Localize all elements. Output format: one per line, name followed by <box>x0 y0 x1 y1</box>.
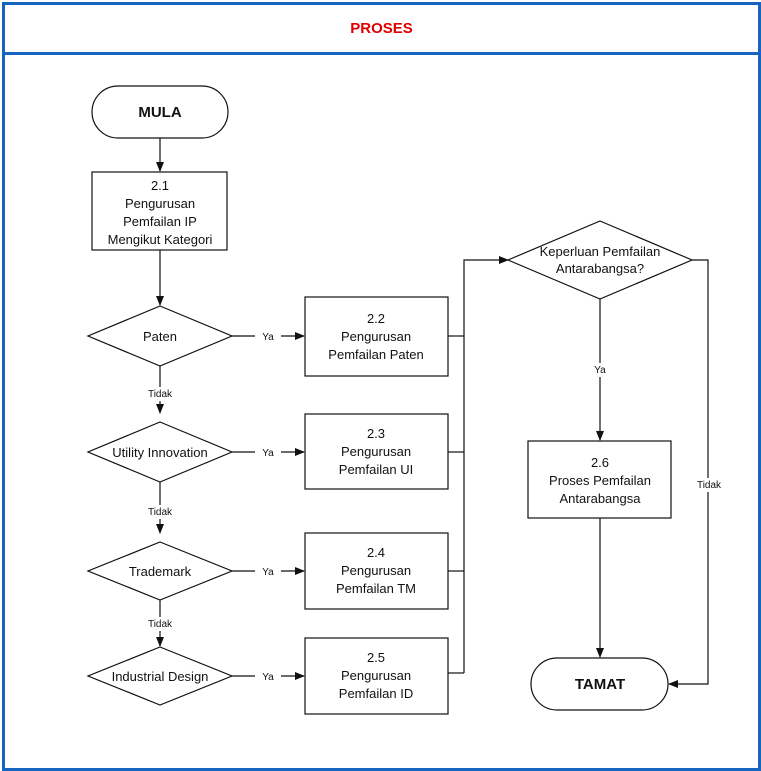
label-ya-tm: Ya <box>262 567 274 578</box>
header: PROSES <box>5 5 758 55</box>
label-ya-id: Ya <box>262 672 274 683</box>
connectors <box>156 138 709 688</box>
process-2-5-line2: Pemfailan ID <box>339 686 413 701</box>
process-2-2-line1: Pengurusan <box>341 329 411 344</box>
label-ya-paten: Ya <box>262 332 274 343</box>
decision-tm-label: Trademark <box>129 564 192 579</box>
end-label: TAMAT <box>575 676 625 693</box>
process-2-6: 2.6 Proses Pemfailan Antarabangsa <box>527 440 672 519</box>
decision-paten: Paten <box>86 305 234 367</box>
process-2-5-number: 2.5 <box>367 650 385 665</box>
process-2-1-line1: Pengurusan <box>125 196 195 211</box>
process-2-4-line2: Pemfailan TM <box>336 581 416 596</box>
process-2-1-line3: Mengikut Kategori <box>108 232 213 247</box>
process-2-1-line2: Pemfailan IP <box>123 214 197 229</box>
decision-intl-line2: Antarabangsa? <box>556 261 644 276</box>
label-tidak-ui: Tidak <box>148 507 173 518</box>
process-2-3-number: 2.3 <box>367 426 385 441</box>
decision-ui-label: Utility Innovation <box>112 445 207 460</box>
decision-paten-label: Paten <box>143 329 177 344</box>
edge-labels: Ya Ya Ya Ya Tidak Tidak Tidak Ya Tidak <box>143 329 725 683</box>
edge-intl-tidak <box>668 259 709 688</box>
process-2-2: 2.2 Pengurusan Pemfailan Paten <box>304 296 449 377</box>
decision-utility-innovation: Utility Innovation <box>86 421 234 483</box>
decision-industrial-design: Industrial Design <box>86 646 234 706</box>
header-title: PROSES <box>350 20 413 37</box>
process-2-5: 2.5 Pengurusan Pemfailan ID <box>304 637 449 715</box>
process-2-6-line2: Antarabangsa <box>560 491 642 506</box>
start-terminator: MULA <box>91 85 229 139</box>
process-2-3-line2: Pemfailan UI <box>339 462 413 477</box>
process-2-4: 2.4 Pengurusan Pemfailan TM <box>304 532 449 610</box>
decision-trademark: Trademark <box>86 541 234 601</box>
process-2-2-number: 2.2 <box>367 311 385 326</box>
process-2-3-line1: Pengurusan <box>341 444 411 459</box>
process-2-5-line1: Pengurusan <box>341 668 411 683</box>
label-ya-intl: Ya <box>594 365 606 376</box>
start-label: MULA <box>138 104 181 121</box>
label-tidak-intl: Tidak <box>697 480 722 491</box>
end-terminator: TAMAT <box>530 657 669 711</box>
process-2-6-number: 2.6 <box>591 455 609 470</box>
process-2-4-number: 2.4 <box>367 545 385 560</box>
edge-merge-to-intl <box>463 256 509 673</box>
process-2-1: 2.1 Pengurusan Pemfailan IP Mengikut Kat… <box>91 171 228 251</box>
process-2-4-line1: Pengurusan <box>341 563 411 578</box>
label-tidak-paten: Tidak <box>148 389 173 400</box>
decision-id-label: Industrial Design <box>112 669 209 684</box>
label-ya-ui: Ya <box>262 448 274 459</box>
decision-intl-line1: Keperluan Pemfailan <box>540 244 661 259</box>
process-2-1-number: 2.1 <box>151 178 169 193</box>
decision-international: Keperluan Pemfailan Antarabangsa? <box>506 220 694 300</box>
label-tidak-tm: Tidak <box>148 619 173 630</box>
process-2-2-line2: Pemfailan Paten <box>328 347 423 362</box>
process-2-3: 2.3 Pengurusan Pemfailan UI <box>304 413 449 490</box>
process-2-6-line1: Proses Pemfailan <box>549 473 651 488</box>
